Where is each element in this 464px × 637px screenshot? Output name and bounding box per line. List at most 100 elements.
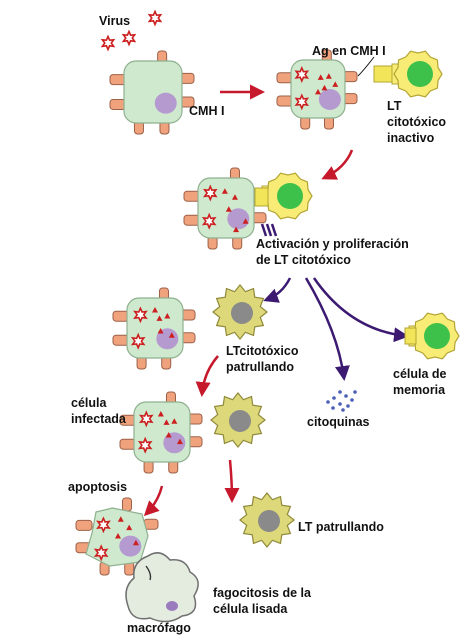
- nucleus: [156, 328, 179, 350]
- antigen-fragment: [157, 328, 164, 334]
- antigen-fragment: [115, 533, 121, 539]
- virus-icon: [96, 516, 111, 534]
- antigen-fragment: [157, 411, 164, 417]
- cells: [75, 49, 460, 585]
- antigen-fragment: [233, 226, 240, 233]
- nucleus: [119, 535, 142, 557]
- arrow-to-lt-patrolling: [224, 459, 240, 503]
- arrow-to-infected-cell: [195, 355, 219, 397]
- virus-icon: [130, 332, 146, 350]
- antigen-fragment: [231, 194, 238, 200]
- cytokine-dot: [350, 398, 354, 402]
- label-cmh: CMH I: [189, 104, 224, 118]
- nucleus: [163, 432, 186, 454]
- cytokine-dot: [338, 390, 342, 394]
- nucleus: [227, 208, 250, 230]
- label-activacion: Activación y proliferación de LT citotóx…: [256, 237, 412, 267]
- arrow-to-memory-cell: [312, 277, 409, 343]
- antigen-fragment: [225, 206, 232, 212]
- lt-nucleus: [229, 410, 251, 432]
- arrow-to-patrolling-lt: [263, 277, 292, 303]
- tcr-binding-lines: [260, 223, 278, 237]
- antigen-fragment: [126, 524, 133, 531]
- infected-cell-presenting-antigen: [276, 49, 358, 130]
- label-lt-inactivo: LT citotóxico inactivo: [387, 99, 450, 145]
- cytokine-dot: [353, 390, 357, 394]
- patrolling-t-cell-attacking: [210, 392, 266, 448]
- virus-icon: [100, 34, 116, 52]
- arrow-to-activation: [321, 149, 354, 180]
- infected-cell-activation: [183, 167, 267, 250]
- cytokine-dot: [338, 402, 342, 406]
- label-lt-patrullando-2: LT patrullando: [298, 520, 384, 534]
- apoptotic-cell: [75, 497, 159, 576]
- label-virus: Virus: [99, 14, 130, 28]
- antigen-fragment: [176, 438, 183, 445]
- activated-cytotoxic-t-cell: [261, 172, 313, 220]
- virus-icon: [121, 29, 137, 47]
- cytokine-dot: [326, 400, 330, 404]
- virus-icon: [147, 9, 163, 27]
- cytokine-dot: [341, 408, 345, 412]
- patrolling-t-cell-final: [239, 492, 295, 548]
- infected-cell-target: [119, 391, 203, 474]
- antigen-fragment: [156, 315, 163, 321]
- antigen-fragment: [168, 332, 175, 338]
- cytokines: [326, 390, 357, 412]
- virus-icon: [93, 544, 109, 562]
- cytokine-dot: [332, 396, 336, 400]
- antigen-fragment: [164, 313, 171, 319]
- infected-cell-initial: [109, 50, 195, 135]
- lt-nucleus: [407, 61, 433, 87]
- nucleus: [318, 88, 341, 110]
- virus-icon: [294, 93, 310, 111]
- antigen-fragment: [242, 218, 249, 224]
- antigen-fragment: [171, 418, 178, 424]
- antigen-fragment: [317, 74, 324, 80]
- label-celula-infectada: célula infectada: [71, 396, 127, 426]
- antigen-fragment: [321, 84, 328, 91]
- arrow-to-cytokines: [304, 277, 350, 381]
- virus-icon: [201, 212, 217, 230]
- label-celula-memoria: célula de memoria: [393, 367, 450, 397]
- virus-icon: [202, 184, 218, 202]
- ag-pointer-line: [357, 56, 375, 77]
- tcr-receptor: [373, 65, 393, 83]
- cytokine-dot: [331, 406, 335, 410]
- antigen-fragment: [163, 419, 170, 425]
- infected-cell-row3: [112, 287, 196, 370]
- patrolling-cytotoxic-t-cell: [212, 284, 268, 340]
- nucleus: [154, 92, 177, 114]
- antigen-fragment: [315, 88, 321, 95]
- macrophage: [125, 552, 199, 623]
- arrow-to-apoptosis: [143, 485, 164, 517]
- virus-icon: [133, 306, 148, 324]
- virus-icon: [137, 436, 153, 454]
- lt-nucleus: [258, 510, 280, 532]
- lt-nucleus: [231, 302, 253, 324]
- label-citoquinas: citoquinas: [307, 415, 370, 429]
- arrows: [143, 84, 409, 517]
- antigen-fragment: [325, 73, 332, 79]
- antigen-fragment: [332, 81, 339, 87]
- lt-nucleus: [424, 323, 450, 349]
- inactive-cytotoxic-t-cell: [391, 50, 443, 98]
- antigen-fragment: [132, 539, 139, 546]
- lt-nucleus: [277, 183, 303, 209]
- virus-particles: [100, 9, 163, 52]
- label-macrofago: macrófago: [127, 621, 191, 635]
- virus-icon: [294, 65, 310, 84]
- label-apoptosis: apoptosis: [68, 480, 127, 494]
- cytokine-dot: [344, 394, 348, 398]
- labels: Virus CMH I Ag en CMH I LT citotóxico in…: [68, 14, 450, 635]
- label-ag-cmh: Ag en CMH I: [312, 44, 386, 58]
- antigen-fragment: [221, 188, 228, 194]
- label-fagocitosis: fagocitosis de la célula lisada: [213, 586, 314, 616]
- antigen-fragment: [165, 432, 172, 438]
- antigen-fragment: [152, 307, 158, 313]
- virus-icon: [138, 410, 154, 428]
- label-lt-patrullando-1: LTcitotóxico patrullando: [226, 344, 302, 374]
- antigen-fragment: [117, 516, 124, 522]
- cytokine-dot: [346, 404, 350, 408]
